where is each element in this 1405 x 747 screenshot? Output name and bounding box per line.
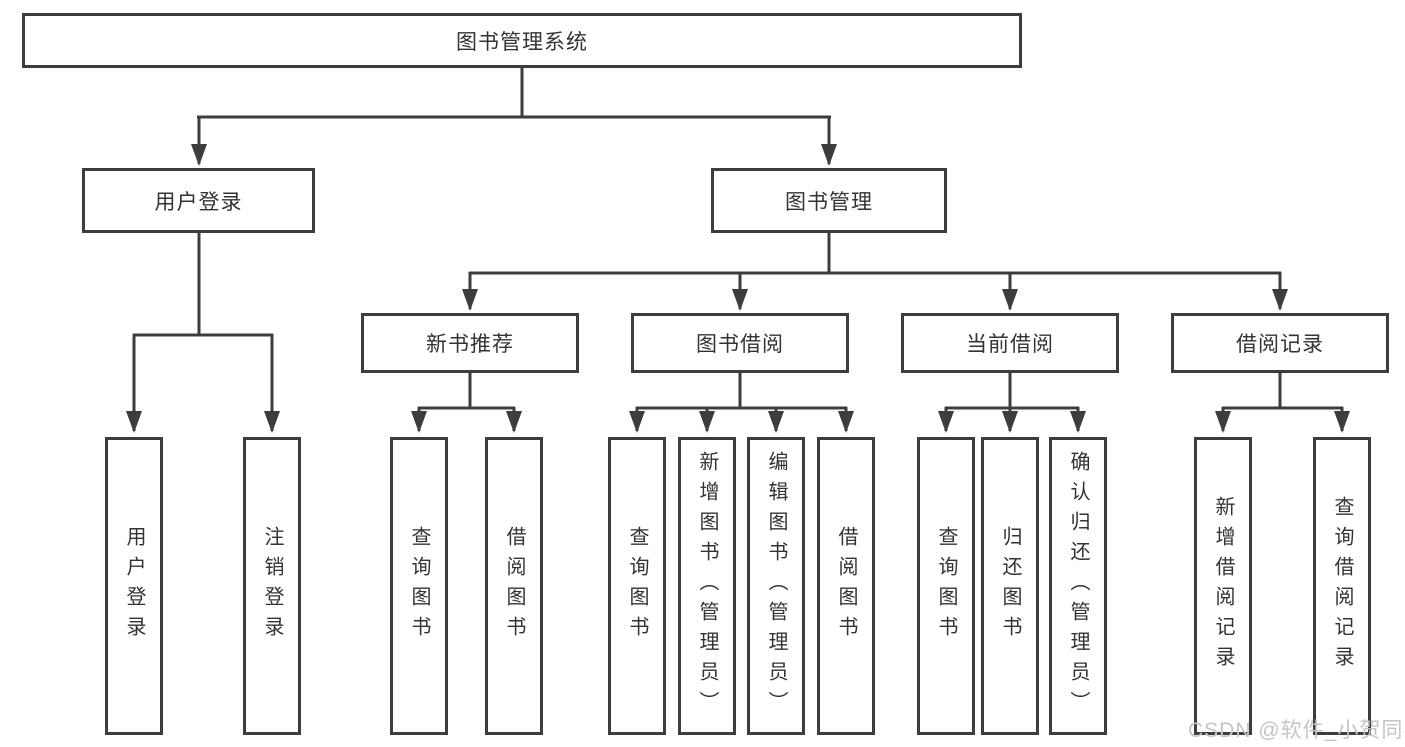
leaf-borrow-books-recommend: 借阅图书 [485,437,543,735]
leaf-return-books-label: 归还图书 [999,526,1021,646]
leaf-user-login-label: 用户登录 [123,526,145,646]
leaf-query-books-borrow: 查询图书 [608,437,666,735]
leaf-return-books: 归还图书 [981,437,1039,735]
csdn-watermark: CSDN @软件_小贺同学 [1188,719,1405,742]
node-book-borrow-label: 图书借阅 [696,333,784,356]
leaf-add-borrow-record-label: 新增借阅记录 [1212,496,1234,676]
leaf-edit-books-admin-label: 编辑图书（管理员） [765,451,787,721]
node-book-management-label: 图书管理 [785,190,873,214]
leaf-query-borrow-record-label: 查询借阅记录 [1331,496,1353,676]
leaf-logout-label: 注销登录 [261,526,283,646]
leaf-query-books-current-label: 查询图书 [935,526,957,646]
leaf-add-books-admin: 新增图书（管理员） [678,437,736,735]
leaf-borrow-books-borrow: 借阅图书 [817,437,875,735]
leaf-confirm-return-admin-label: 确认归还（管理员） [1067,451,1089,721]
node-user-login: 用户登录 [82,168,315,233]
leaf-logout: 注销登录 [243,437,301,735]
leaf-query-books-borrow-label: 查询图书 [626,526,648,646]
leaf-query-books-current: 查询图书 [917,437,975,735]
node-current-borrow: 当前借阅 [901,313,1119,373]
node-book-management: 图书管理 [711,168,947,233]
node-user-login-label: 用户登录 [154,190,243,214]
node-current-borrow-label: 当前借阅 [966,333,1054,356]
leaf-borrow-books-recommend-label: 借阅图书 [503,526,525,646]
node-new-book-recommend: 新书推荐 [361,313,579,373]
leaf-add-borrow-record: 新增借阅记录 [1194,437,1252,735]
leaf-query-borrow-record: 查询借阅记录 [1313,437,1371,735]
leaf-edit-books-admin: 编辑图书（管理员） [747,437,805,735]
node-new-book-recommend-label: 新书推荐 [426,333,514,356]
leaf-query-books-recommend-label: 查询图书 [408,526,430,646]
node-borrow-records-label: 借阅记录 [1236,333,1324,356]
leaf-borrow-books-borrow-label: 借阅图书 [835,526,857,646]
leaf-add-books-admin-label: 新增图书（管理员） [696,451,718,721]
node-book-borrow: 图书借阅 [631,313,849,373]
leaf-query-books-recommend: 查询图书 [390,437,448,735]
node-library-system-label: 图书管理系统 [456,30,588,54]
node-library-system: 图书管理系统 [22,13,1022,68]
leaf-user-login: 用户登录 [105,437,163,735]
leaf-confirm-return-admin: 确认归还（管理员） [1049,437,1107,735]
node-borrow-records: 借阅记录 [1171,313,1389,373]
